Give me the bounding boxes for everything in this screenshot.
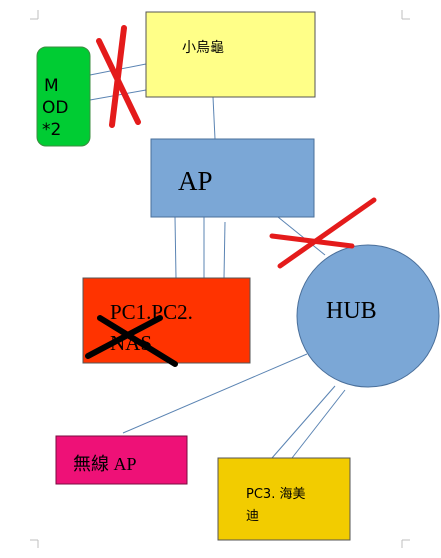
black-cross-pc-box xyxy=(85,315,178,367)
red-cross-stroke-3 xyxy=(277,197,377,269)
tortoise-label: 小烏龜 xyxy=(182,39,224,56)
mod-node: M OD *2 xyxy=(36,46,91,147)
ap-box xyxy=(150,138,315,218)
red-cross-mod-link xyxy=(96,25,141,128)
tortoise-node: 小烏龜 xyxy=(145,11,316,98)
page-corner-marks xyxy=(30,10,410,548)
pc3-label-line-2: 迪 xyxy=(246,509,259,524)
mod-box xyxy=(36,46,91,147)
edge-hub-pc3-2 xyxy=(291,389,346,459)
ap-node: AP xyxy=(150,138,315,218)
edge-ap-pc-3 xyxy=(223,221,226,279)
pc3-node: PC3. 海美 迪 xyxy=(217,457,351,541)
pc3-box xyxy=(217,457,351,541)
hub-circle xyxy=(296,244,440,388)
mod-label-line-3: *2 xyxy=(42,120,61,140)
tortoise-box xyxy=(145,11,316,98)
mod-label-line-2: OD xyxy=(42,98,68,118)
black-cross-stroke-1 xyxy=(97,315,178,367)
hub-node: HUB xyxy=(296,244,440,388)
edge-hub-pc3-1 xyxy=(271,385,336,459)
edge-hub-wireless-ap xyxy=(122,353,308,434)
edge-tortoise-ap xyxy=(212,96,216,140)
pc-box xyxy=(82,277,251,364)
edge-ap-hub xyxy=(277,216,326,256)
ap-label: AP xyxy=(178,166,213,196)
black-cross-stroke-2 xyxy=(85,315,163,359)
red-cross-ap-hub-link xyxy=(269,197,377,269)
wireless-ap-label: 無線 AP xyxy=(73,454,137,474)
wireless-ap-node: 無線 AP xyxy=(55,435,188,485)
red-cross-stroke-2 xyxy=(109,25,127,128)
hub-label: HUB xyxy=(326,298,377,324)
wireless-ap-box xyxy=(55,435,188,485)
pc3-label-line-1: PC3. 海美 xyxy=(246,487,305,502)
red-cross-stroke-4 xyxy=(269,233,355,249)
edge-ap-pc-1 xyxy=(174,216,177,279)
mod-label-line-1: M xyxy=(44,76,59,96)
connections xyxy=(89,63,346,459)
